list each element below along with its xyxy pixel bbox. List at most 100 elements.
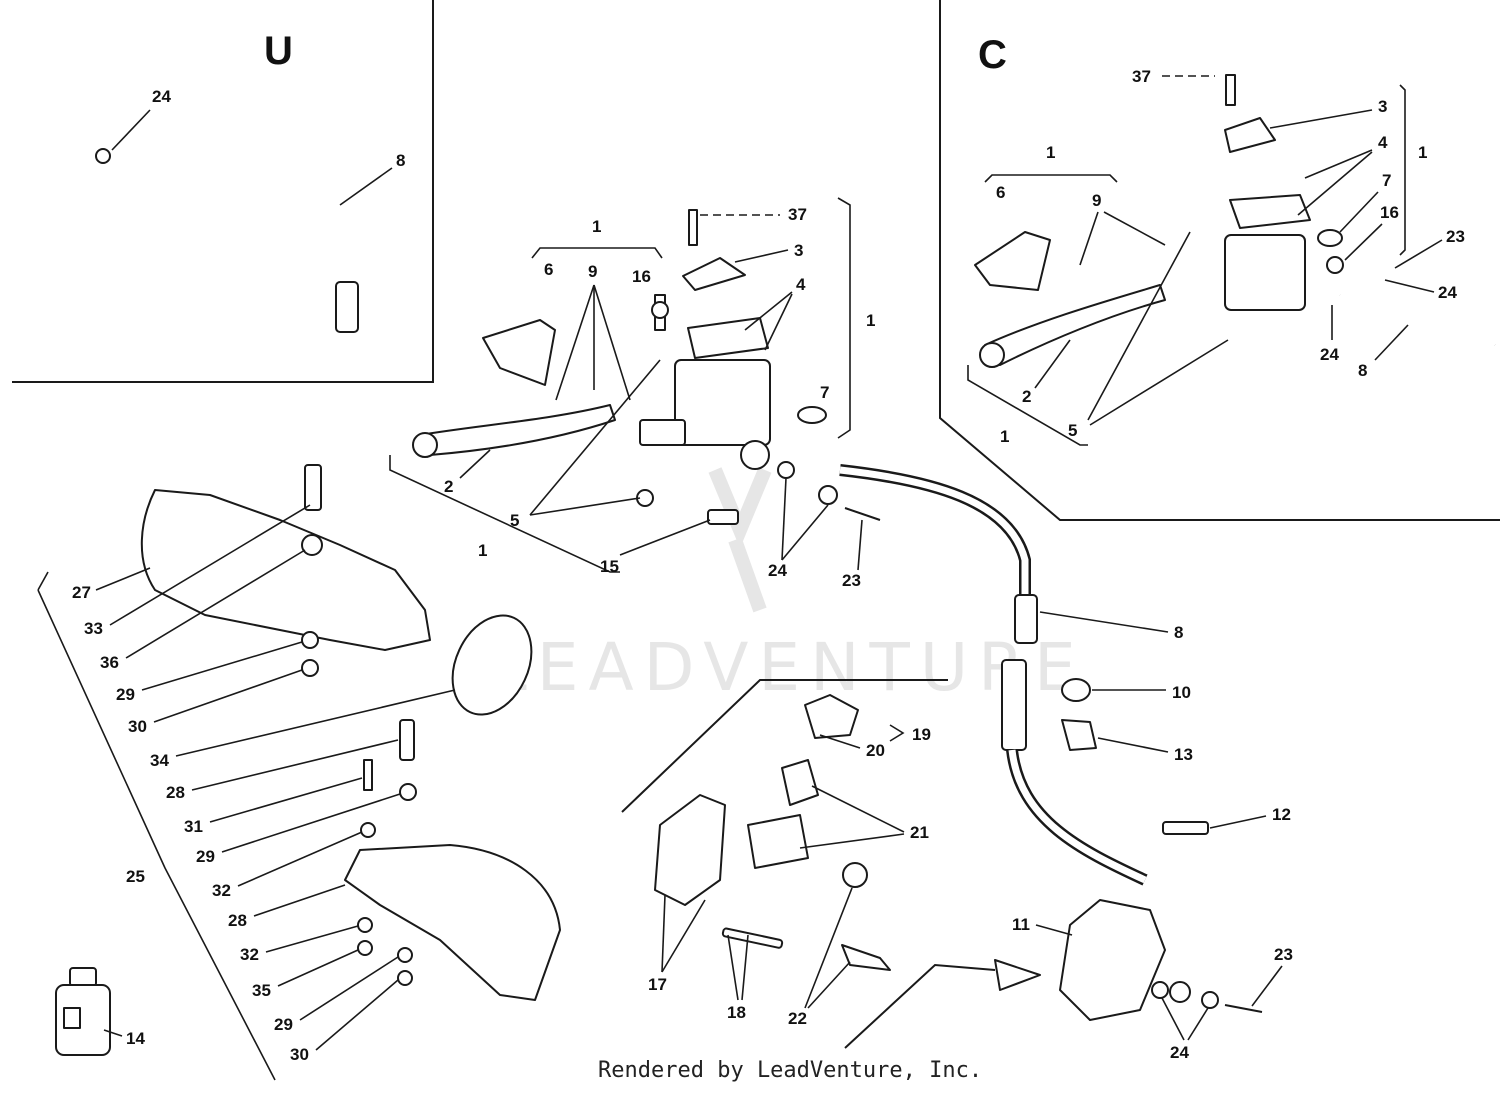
callout-p33: 33	[84, 619, 103, 638]
brake-switch	[707, 509, 739, 525]
callout-c8: 8	[1358, 361, 1367, 380]
caliper-assembly: 10 13 19 20 21 17 18 22 12 11 23 24	[621, 678, 1293, 1062]
callout-b12: 12	[1272, 805, 1291, 824]
callout-m7: 7	[820, 383, 829, 402]
brake-lever	[419, 404, 616, 456]
callout-p34: 34	[150, 751, 169, 770]
callout-b23: 23	[1274, 945, 1293, 964]
brake-hose: 8	[839, 464, 1183, 886]
callout-p29a: 29	[116, 685, 135, 704]
callout-p32b: 32	[240, 945, 259, 964]
callout-m1b: 1	[866, 311, 875, 330]
callout-p32a: 32	[212, 881, 231, 900]
callout-c5: 5	[1068, 421, 1077, 440]
main-assembly: 1 6 9 16 37 3 4 1 7 2 5	[389, 197, 881, 590]
inset-c: C 37 3 4 1 1 6 9 7 16 23 24 24	[939, 0, 1500, 521]
washer-u	[95, 148, 111, 164]
callout-p30b: 30	[290, 1045, 309, 1064]
callout-c2: 2	[1022, 387, 1031, 406]
callout-b18: 18	[727, 1003, 746, 1022]
callout-m15: 15	[600, 557, 619, 576]
clamp-bolt	[688, 209, 698, 246]
callout-p35: 35	[252, 981, 271, 1000]
brake-fluid-bottle: 14	[55, 967, 145, 1056]
clamp-c	[1224, 117, 1276, 153]
master-cylinder-c	[1224, 234, 1306, 311]
pad-pin-set	[804, 694, 859, 739]
callout-c4: 4	[1378, 133, 1388, 152]
callout-p14: 14	[126, 1029, 145, 1048]
inset-c-label: C	[978, 33, 1007, 77]
callout-m8: 8	[1174, 623, 1183, 642]
callout-m9: 9	[588, 262, 597, 281]
callout-u8: 8	[396, 151, 405, 170]
callout-u24: 24	[152, 87, 171, 106]
lever-c	[984, 284, 1166, 366]
callout-p28a: 28	[166, 783, 185, 802]
callout-b24: 24	[1170, 1043, 1189, 1062]
callout-c1b: 1	[1046, 143, 1055, 162]
inset-u: U 24 8	[12, 0, 434, 383]
callout-m23: 23	[842, 571, 861, 590]
callout-m3: 3	[794, 241, 803, 260]
callout-p25: 25	[126, 867, 145, 886]
clamp	[682, 257, 746, 291]
callout-c6: 6	[996, 183, 1005, 202]
callout-p36: 36	[100, 653, 119, 672]
nut	[1061, 678, 1091, 702]
callout-p29b: 29	[196, 847, 215, 866]
callout-c24b: 24	[1320, 345, 1339, 364]
callout-c24a: 24	[1438, 283, 1457, 302]
hand-guards: 27 33 36 29 30 34 28 31 29 32 28 32 35 2…	[37, 464, 561, 1081]
callout-b11: 11	[1012, 915, 1030, 934]
callout-p31: 31	[184, 817, 203, 836]
footer-credit: Rendered by LeadVenture, Inc.	[598, 1058, 983, 1083]
pad-spring	[747, 814, 809, 869]
callout-b21: 21	[910, 823, 929, 842]
reservoir-diaphragm	[797, 406, 827, 424]
upper-hand-guard	[140, 489, 431, 651]
callout-m37: 37	[788, 205, 807, 224]
callout-b22: 22	[788, 1009, 807, 1028]
callout-c7: 7	[1382, 171, 1391, 190]
brake-caliper	[1059, 899, 1166, 1021]
callout-b10: 10	[1172, 683, 1191, 702]
callout-p27: 27	[72, 583, 91, 602]
callout-c1a: 1	[1418, 143, 1427, 162]
callout-c16: 16	[1380, 203, 1399, 222]
callout-c23: 23	[1446, 227, 1465, 246]
guard-clamp-ring	[451, 614, 533, 716]
hose-fitting-u	[335, 281, 359, 333]
watermark: LEADVENTURE	[490, 629, 1086, 706]
master-cylinder	[674, 359, 771, 446]
callout-c3: 3	[1378, 97, 1387, 116]
reservoir-cap	[687, 317, 769, 359]
callout-m1a: 1	[592, 217, 601, 236]
callout-p28b: 28	[228, 911, 247, 930]
callout-m6: 6	[544, 260, 553, 279]
callout-c9: 9	[1092, 191, 1101, 210]
callout-m4: 4	[796, 275, 806, 294]
inset-c-frame	[939, 0, 1500, 521]
callout-c1c: 1	[1000, 427, 1009, 446]
watermark-logo	[708, 467, 772, 613]
callout-m5: 5	[510, 511, 519, 530]
callout-p29c: 29	[274, 1015, 293, 1034]
inset-u-frame	[12, 0, 434, 383]
callout-m24: 24	[768, 561, 787, 580]
caliper-bolt	[1162, 821, 1209, 835]
brake-pads	[654, 794, 726, 906]
lever-bracket	[482, 319, 556, 386]
lower-hand-guard	[344, 844, 561, 1001]
callout-p30a: 30	[128, 717, 147, 736]
inset-u-label: U	[264, 29, 293, 73]
callout-m16: 16	[632, 267, 651, 286]
reservoir-cap-c	[1229, 194, 1311, 229]
callout-b17: 17	[648, 975, 667, 994]
hose-joint	[1014, 594, 1038, 644]
callout-m1c: 1	[478, 541, 487, 560]
bleed-screw-cap	[842, 862, 868, 888]
callout-b13: 13	[1174, 745, 1193, 764]
